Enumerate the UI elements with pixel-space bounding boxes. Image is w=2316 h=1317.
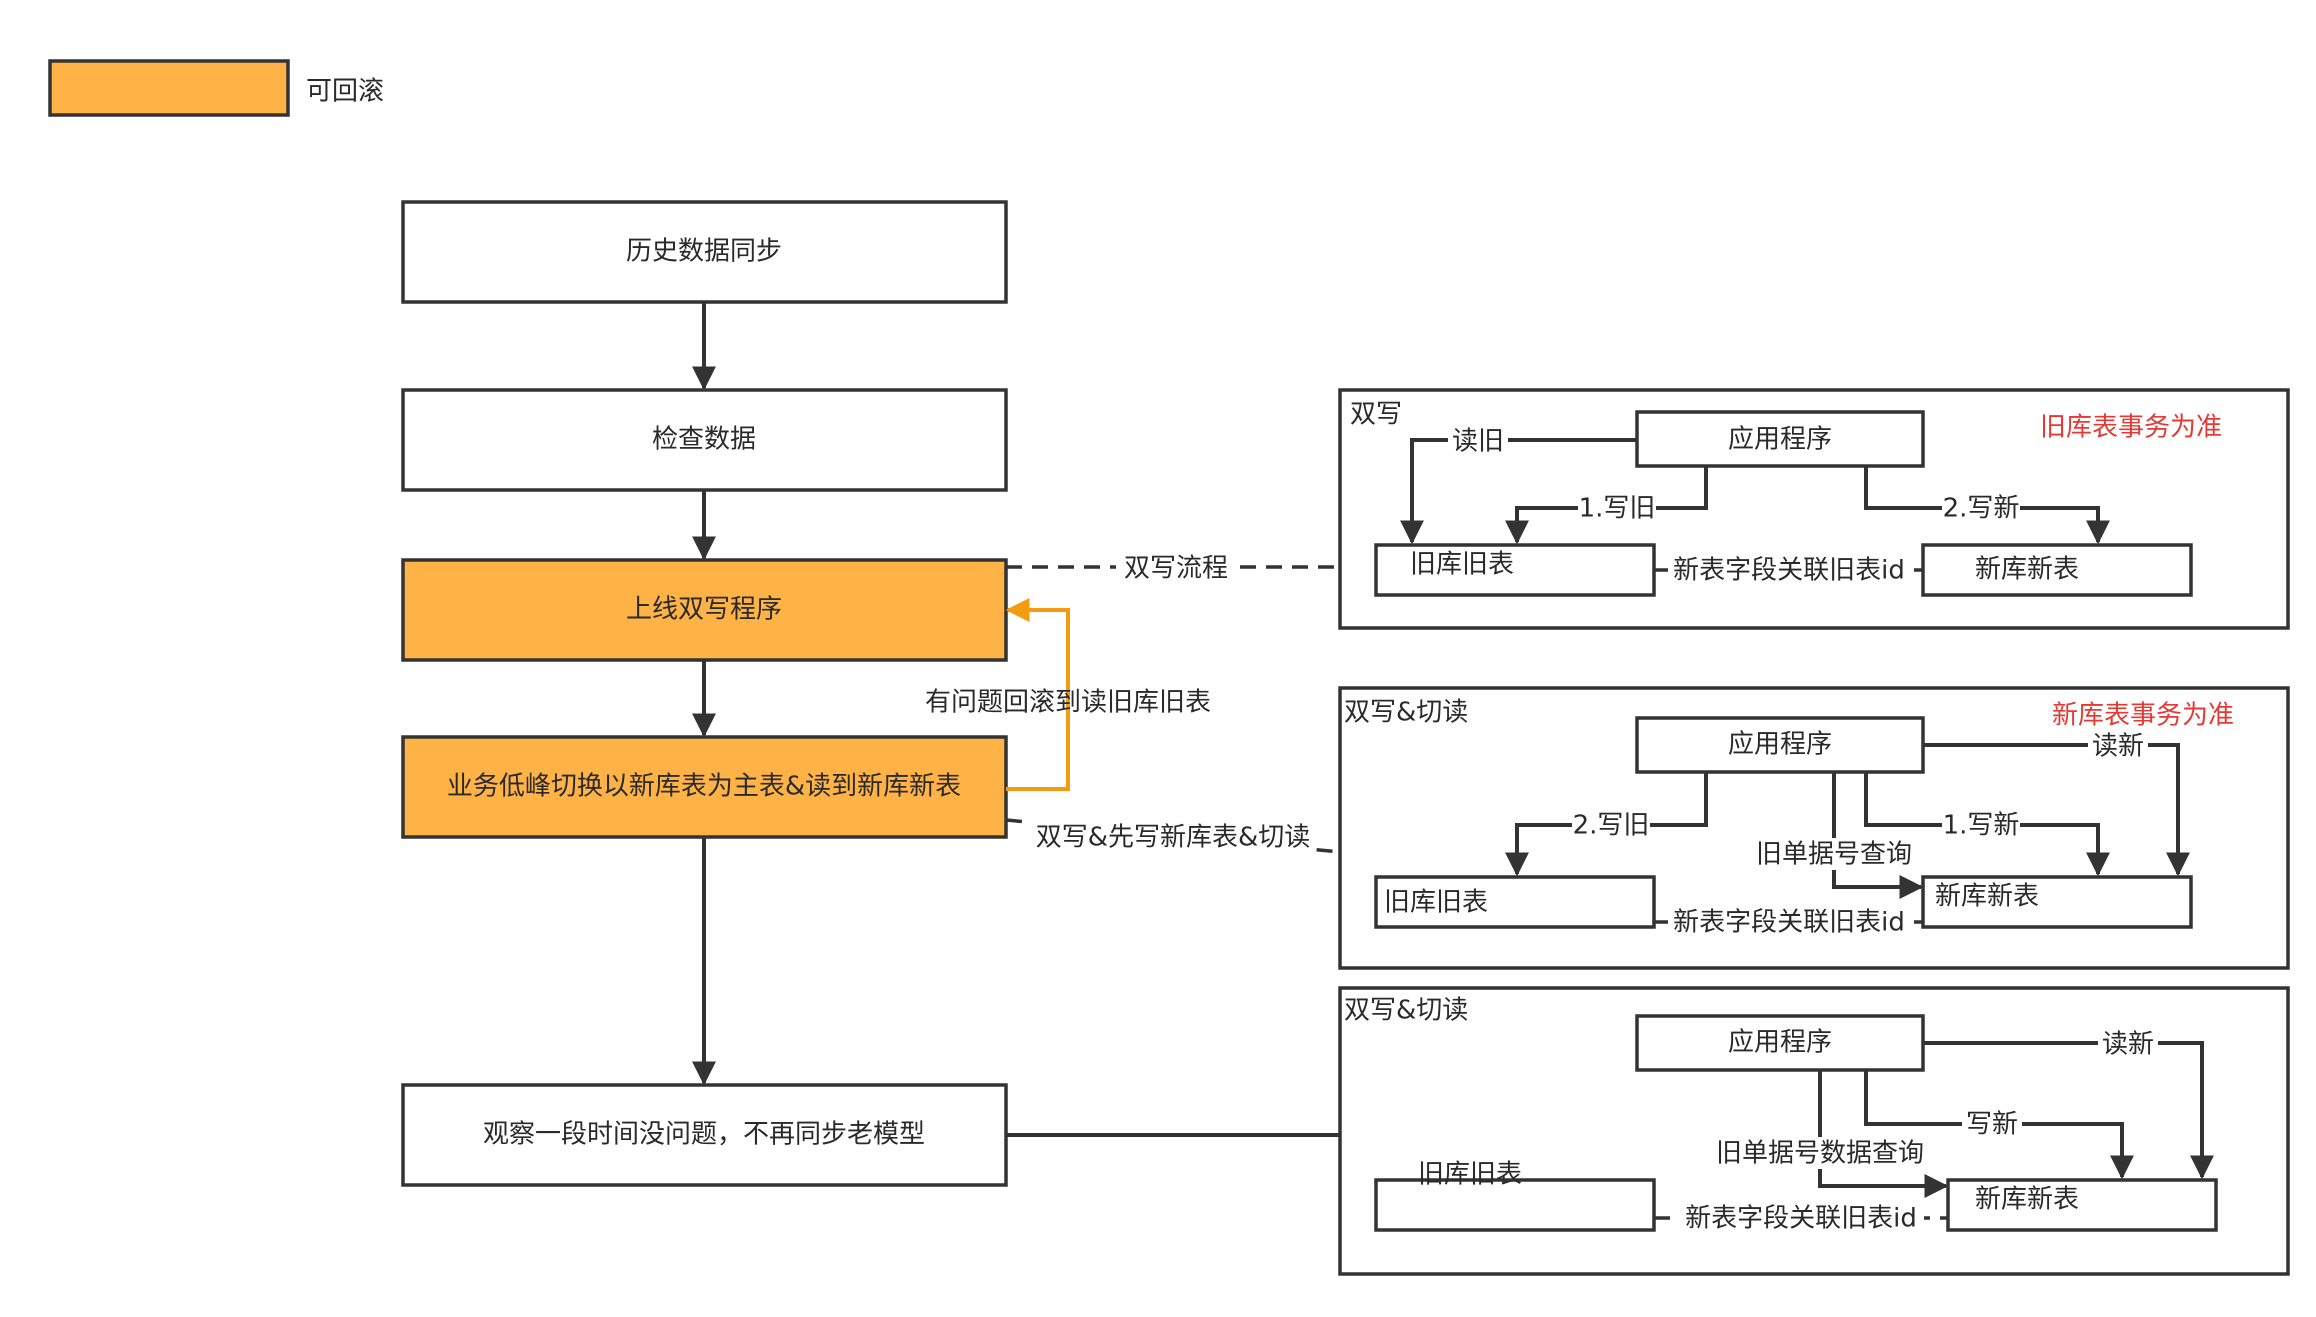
panel-final-title: 双写&切读: [1344, 996, 1468, 1026]
step-history-sync: [401, 200, 1008, 304]
p2-new-box: [1921, 875, 2193, 929]
p2-old-box: [1374, 875, 1656, 929]
p3-relation-label: 新表字段关联旧表id: [1685, 1204, 1917, 1234]
panel-connectors: 双写流程 双写&先写新库表&切读: [1005, 552, 1341, 1137]
main-flow: 历史数据同步 检查数据 上线双写程序 业务低峰切换以新库表为主表&读到新库新表 …: [401, 200, 1211, 1187]
panel-final: 双写&切读 应用程序 旧库旧表 新库新表 读新 写新 旧单据号数据查询 新表字段…: [1338, 986, 2290, 1276]
p2-new-label: 新库新表: [1935, 882, 2039, 912]
connector-dual-write-label: 双写流程: [1124, 554, 1228, 584]
p2-relation-label: 新表字段关联旧表id: [1673, 908, 1905, 938]
step-check-data: [401, 388, 1008, 492]
p1-read-old-label: 读旧: [1452, 427, 1504, 457]
p2-read-new-label: 读新: [2092, 732, 2144, 762]
p3-lookup-label: 旧单据号数据查询: [1716, 1139, 1924, 1169]
p1-new-label: 新库新表: [1975, 555, 2079, 585]
panel-switch-read-frame: [1338, 686, 2290, 970]
legend-swatch: [48, 59, 290, 117]
step-deploy-dual-write-label: 上线双写程序: [626, 595, 782, 625]
step-history-sync-label: 历史数据同步: [626, 237, 782, 267]
p3-new-box: [1946, 1178, 2218, 1232]
p3-lookup-arrow: [1818, 1070, 1949, 1198]
p2-write-old-label: 2.写旧: [1573, 811, 1650, 841]
panel-final-frame: [1338, 986, 2290, 1276]
p2-read-new-arrow: [1923, 743, 2190, 877]
p1-old-label: 旧库旧表: [1410, 550, 1514, 580]
connector-switch-read-label: 双写&先写新库表&切读: [1036, 823, 1311, 853]
p1-app-label: 应用程序: [1728, 425, 1832, 455]
p1-read-old-arrow: [1400, 438, 1637, 545]
legend-label: 可回滚: [306, 77, 384, 107]
p3-read-new-arrow: [1923, 1041, 2214, 1180]
panel-switch-read-title: 双写&切读: [1344, 698, 1468, 728]
p3-write-new-label: 写新: [1966, 1110, 2018, 1140]
p2-write-new-label: 1.写新: [1943, 811, 2020, 841]
step-observe: [401, 1083, 1008, 1187]
step-observe-label: 观察一段时间没问题，不再同步老模型: [483, 1120, 925, 1150]
step-check-data-label: 检查数据: [652, 425, 756, 455]
p2-old-label: 旧库旧表: [1384, 888, 1488, 918]
rollback-label: 有问题回滚到读旧库旧表: [925, 688, 1211, 718]
p3-app-label: 应用程序: [1728, 1028, 1832, 1058]
p2-lookup-label: 旧单据号查询: [1756, 840, 1912, 870]
panel-dual-write: 双写 旧库表事务为准 应用程序 旧库旧表 新库新表 读旧 1.写旧 2.写新 新…: [1338, 388, 2290, 630]
panel-dual-write-frame: [1338, 388, 2290, 630]
p2-app-label: 应用程序: [1728, 730, 1832, 760]
p2-app-box: [1635, 716, 1925, 774]
p1-new-box: [1921, 543, 2193, 597]
p3-new-label: 新库新表: [1975, 1185, 2079, 1215]
panel-switch-read-note: 新库表事务为准: [2052, 701, 2234, 731]
panel-dual-write-title: 双写: [1350, 400, 1402, 430]
p3-old-label: 旧库旧表: [1418, 1160, 1522, 1190]
panel-dual-write-note: 旧库表事务为准: [2040, 413, 2222, 443]
p1-relation-label: 新表字段关联旧表id: [1673, 556, 1905, 586]
rollback-arrow: [1005, 598, 1070, 791]
p1-old-box: [1374, 543, 1656, 597]
p1-write-old-label: 1.写旧: [1579, 494, 1656, 524]
p3-app-box: [1635, 1014, 1925, 1072]
panel-switch-read: 双写&切读 新库表事务为准 应用程序 旧库旧表 新库新表 读新 2.写旧 1.写…: [1338, 686, 2290, 970]
p3-read-new-label: 读新: [2102, 1030, 2154, 1060]
p2-lookup-arrow: [1832, 772, 1924, 899]
p1-app-box: [1635, 410, 1925, 468]
step-switch-to-new-label: 业务低峰切换以新库表为主表&读到新库新表: [447, 772, 961, 802]
legend: 可回滚: [48, 59, 384, 117]
p1-write-new-label: 2.写新: [1943, 494, 2020, 524]
p3-old-box: [1374, 1178, 1656, 1232]
